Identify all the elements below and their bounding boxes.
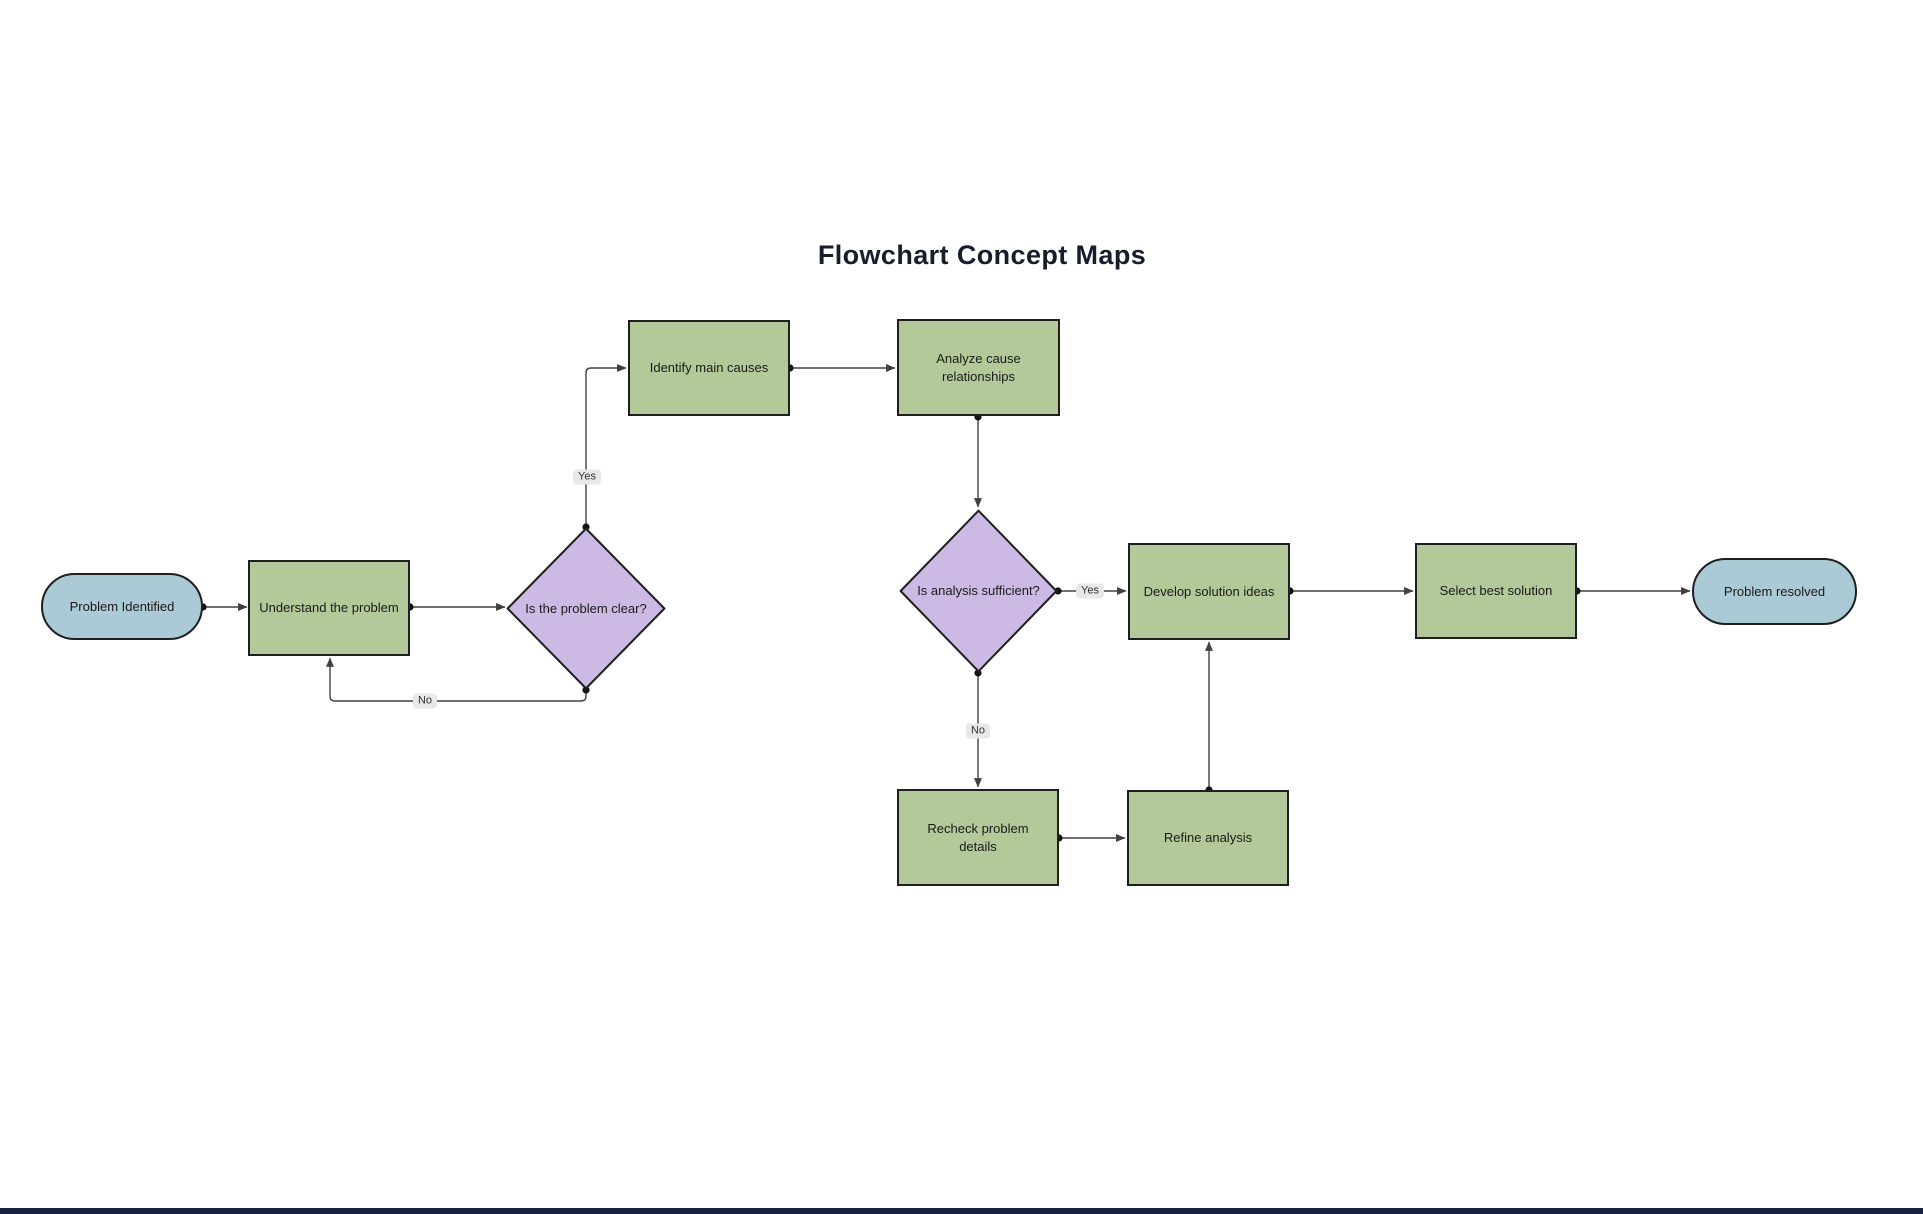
node-clear[interactable]: Is the problem clear? [506, 527, 666, 690]
node-sufficient[interactable]: Is analysis sufficient? [899, 509, 1058, 673]
edge-label-clear-identify: Yes [573, 469, 601, 485]
node-label-clear: Is the problem clear? [525, 600, 647, 616]
node-select[interactable]: Select best solution [1415, 543, 1577, 639]
edge-path-clear-identify [585, 364, 627, 527]
node-label-resolved: Problem resolved [1723, 583, 1826, 599]
diamond-shape [899, 509, 1058, 673]
edge-label-clear-understand: No [412, 693, 438, 709]
diamond-shape [506, 527, 666, 690]
node-label-develop: Develop solution ideas [1143, 583, 1275, 599]
node-develop[interactable]: Develop solution ideas [1128, 543, 1290, 640]
node-label-analyze: Analyze cause relationships [936, 350, 1021, 384]
node-label-sufficient: Is analysis sufficient? [917, 583, 1040, 599]
node-label-understand: Understand the problem [259, 600, 399, 616]
node-refine[interactable]: Refine analysis [1127, 790, 1289, 886]
node-label-recheck: Recheck problem details [927, 820, 1029, 854]
edge-label-sufficient-recheck: No [965, 723, 991, 739]
node-identify[interactable]: Identify main causes [628, 320, 790, 416]
node-recheck[interactable]: Recheck problem details [897, 789, 1059, 886]
node-analyze[interactable]: Analyze cause relationships [897, 319, 1060, 416]
node-label-refine: Refine analysis [1163, 830, 1253, 846]
node-label-start: Problem Identified [69, 598, 175, 614]
edge-label-sufficient-develop: Yes [1076, 583, 1104, 599]
node-label-identify: Identify main causes [649, 360, 769, 376]
node-resolved[interactable]: Problem resolved [1692, 558, 1857, 625]
bottom-bar [0, 1208, 1923, 1214]
diagram-title: Flowchart Concept Maps [817, 240, 1147, 271]
node-label-select: Select best solution [1439, 583, 1553, 599]
node-start[interactable]: Problem Identified [41, 573, 203, 640]
node-understand[interactable]: Understand the problem [248, 560, 410, 656]
